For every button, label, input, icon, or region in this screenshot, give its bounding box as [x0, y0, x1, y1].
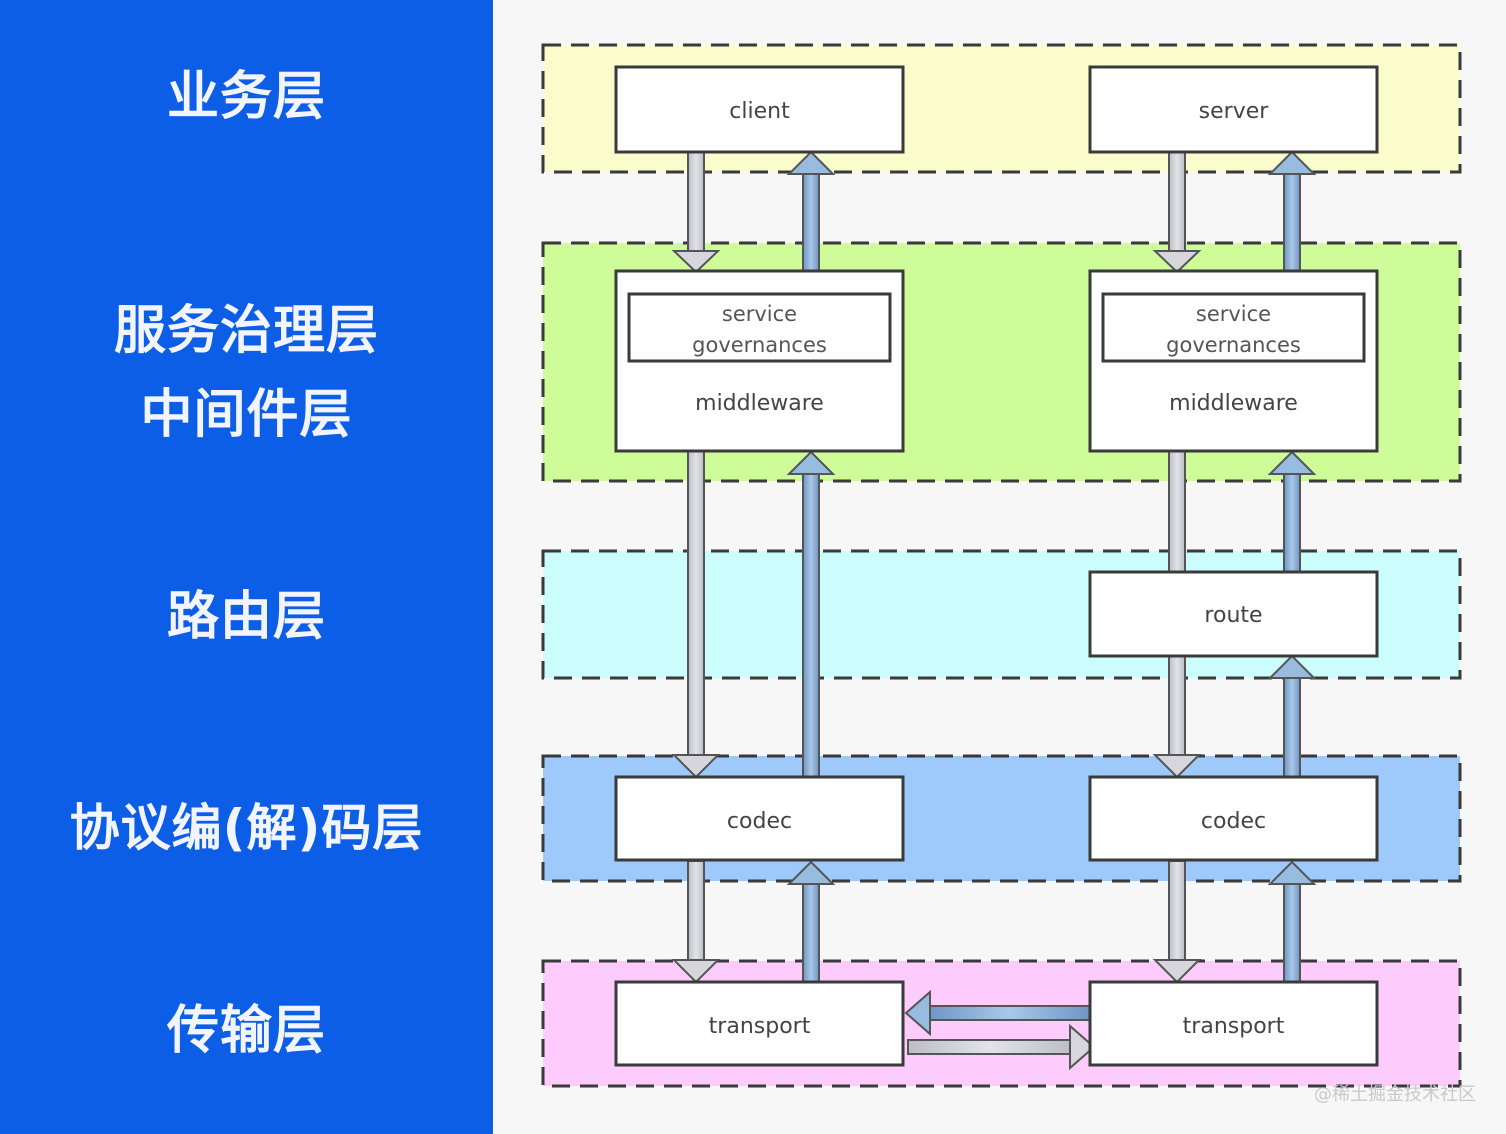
server-transport-box: [1088, 980, 1379, 1067]
server-service-label: service: [1196, 302, 1271, 326]
client-transport-box: [614, 980, 905, 1067]
route-box: [1088, 570, 1379, 658]
layer-label-business: 业务层: [166, 67, 326, 127]
left-down-arrow-1: [671, 151, 721, 274]
left-up-arrow-2: [786, 450, 836, 778]
client-box: [614, 65, 905, 154]
server-box: [1088, 65, 1379, 154]
right-down-arrow-3: [1152, 860, 1202, 984]
left-up-arrow-3: [786, 860, 836, 983]
client-service-label: service: [722, 302, 797, 326]
server-governances-label: governances: [1166, 333, 1301, 357]
transport-arrow-to-server: [907, 1023, 1096, 1071]
layer-label-service-governance: 服务治理层: [113, 301, 379, 361]
client-middleware-label: middleware: [695, 391, 824, 416]
server-label: server: [1199, 99, 1270, 124]
client-codec-label: codec: [727, 809, 792, 834]
client-transport-label: transport: [709, 1014, 811, 1039]
client-codec-box: [614, 775, 905, 862]
right-up-arrow-2: [1267, 450, 1317, 573]
watermark: @稀土掘金技术社区: [1314, 1084, 1476, 1105]
server-codec-label: codec: [1201, 809, 1266, 834]
server-service-governances-box: [1101, 292, 1366, 363]
right-down-arrow-1: [1152, 151, 1202, 274]
route-label: route: [1204, 603, 1262, 628]
layer-label-transport: 传输层: [166, 1001, 326, 1061]
right-up-arrow-3: [1267, 654, 1317, 778]
client-service-governances-box: [627, 292, 892, 363]
layer-label-routing: 路由层: [166, 587, 326, 647]
layer-label-panel: 业务层 服务治理层 中间件层 路由层 协议编(解)码层 传输层: [0, 0, 493, 1134]
layer-label-middleware: 中间件层: [140, 385, 353, 445]
server-middleware-label: middleware: [1169, 391, 1298, 416]
server-codec-box: [1088, 775, 1379, 862]
client-governances-label: governances: [692, 333, 827, 357]
client-label: client: [729, 99, 790, 124]
server-transport-label: transport: [1183, 1014, 1285, 1039]
layer-label-codec: 协议编(解)码层: [69, 799, 424, 857]
